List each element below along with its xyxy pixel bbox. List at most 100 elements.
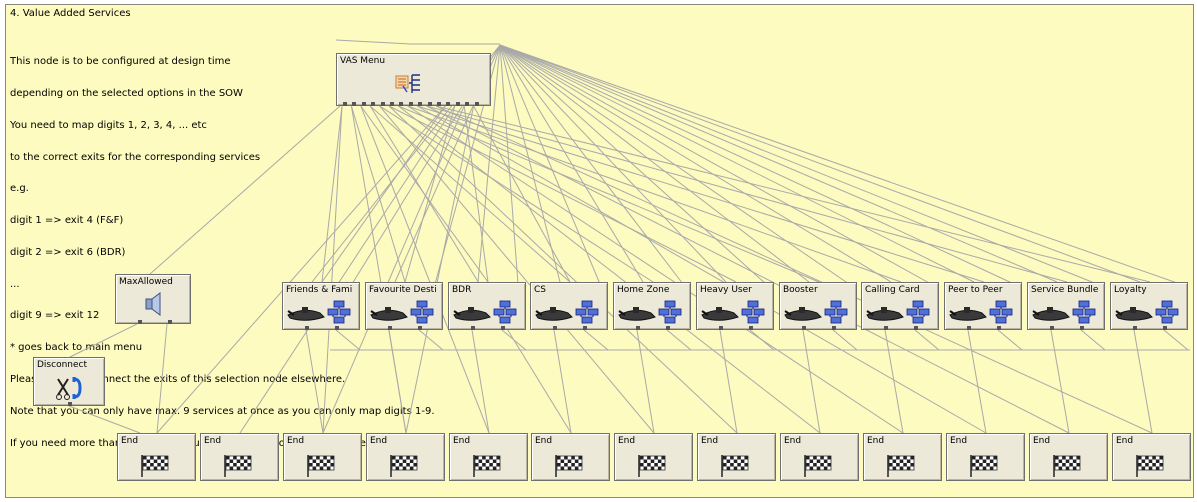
- output-port[interactable]: [418, 326, 422, 330]
- output-port[interactable]: [666, 326, 670, 330]
- end-node[interactable]: End: [117, 433, 196, 481]
- output-port[interactable]: [884, 326, 888, 330]
- output-port[interactable]: [802, 326, 806, 330]
- output-port[interactable]: [471, 326, 475, 330]
- node-label: Loyalty: [1114, 285, 1147, 295]
- output-port[interactable]: [636, 326, 640, 330]
- disconnect-node[interactable]: Disconnect: [33, 357, 105, 406]
- node-label: End: [701, 436, 719, 446]
- output-port[interactable]: [399, 102, 404, 106]
- output-port[interactable]: [361, 102, 366, 106]
- node-label: End: [453, 436, 471, 446]
- end-node[interactable]: End: [697, 433, 776, 481]
- end-node[interactable]: End: [863, 433, 942, 481]
- output-port[interactable]: [719, 326, 723, 330]
- output-port[interactable]: [388, 326, 392, 330]
- output-port[interactable]: [418, 102, 423, 106]
- output-port[interactable]: [553, 326, 557, 330]
- submarine-subflow-icon: [287, 300, 351, 324]
- end-node[interactable]: End: [283, 433, 362, 481]
- service-node-loyalty[interactable]: Loyalty: [1110, 282, 1188, 330]
- service-node-service-bundle[interactable]: Service Bundle: [1027, 282, 1105, 330]
- node-label: Calling Card: [865, 285, 920, 295]
- output-port[interactable]: [335, 326, 339, 330]
- output-port[interactable]: [427, 102, 432, 106]
- output-port[interactable]: [408, 102, 413, 106]
- output-port[interactable]: [1163, 326, 1167, 330]
- node-label: End: [370, 436, 388, 446]
- node-label: BDR: [452, 285, 472, 295]
- output-port[interactable]: [501, 326, 505, 330]
- output-port[interactable]: [437, 102, 441, 106]
- output-port[interactable]: [914, 326, 918, 330]
- service-node-favourite-destination[interactable]: Favourite Desti: [365, 282, 443, 330]
- service-node-calling-card[interactable]: Calling Card: [861, 282, 939, 330]
- service-node-booster[interactable]: Booster: [779, 282, 857, 330]
- end-node[interactable]: End: [780, 433, 859, 481]
- note-line: digit 2 => exit 6 (BDR): [10, 246, 126, 258]
- note-line: digit 9 => exit 12: [10, 310, 100, 322]
- end-node[interactable]: End: [366, 433, 445, 481]
- node-label: MaxAllowed: [119, 277, 173, 287]
- max-allowed-node[interactable]: MaxAllowed: [115, 274, 191, 324]
- note-line: * goes back to main menu: [10, 342, 143, 354]
- output-port[interactable]: [352, 102, 357, 106]
- output-port[interactable]: [371, 102, 376, 106]
- output-port[interactable]: [465, 102, 470, 106]
- checkered-flag-icon: [721, 455, 749, 477]
- node-label: End: [121, 436, 139, 446]
- service-node-cs[interactable]: CS: [530, 282, 608, 330]
- comment-note[interactable]: 4. Value Added Services This node is to …: [5, 4, 1194, 498]
- output-port[interactable]: [749, 326, 753, 330]
- output-port[interactable]: [68, 402, 72, 406]
- service-node-heavy-user[interactable]: Heavy User: [696, 282, 774, 330]
- output-port[interactable]: [967, 326, 971, 330]
- submarine-subflow-icon: [370, 300, 434, 324]
- checkered-flag-icon: [141, 455, 169, 477]
- vas-menu-node[interactable]: VAS Menu: [336, 53, 491, 106]
- service-node-home-zone[interactable]: Home Zone: [613, 282, 691, 330]
- output-port[interactable]: [1133, 326, 1137, 330]
- end-node[interactable]: End: [614, 433, 693, 481]
- service-node-peer-to-peer[interactable]: Peer to Peer: [944, 282, 1022, 330]
- output-port[interactable]: [343, 102, 347, 106]
- output-port[interactable]: [1080, 326, 1084, 330]
- output-port[interactable]: [305, 326, 309, 330]
- end-node[interactable]: End: [531, 433, 610, 481]
- output-port[interactable]: [168, 320, 172, 324]
- submarine-subflow-icon: [453, 300, 517, 324]
- output-port[interactable]: [380, 102, 385, 106]
- node-label: Friends & Fami: [286, 285, 353, 295]
- submarine-subflow-icon: [1032, 300, 1096, 324]
- output-port[interactable]: [474, 102, 479, 106]
- node-label: End: [1033, 436, 1051, 446]
- node-label: End: [618, 436, 636, 446]
- output-port[interactable]: [455, 102, 460, 106]
- end-node[interactable]: End: [449, 433, 528, 481]
- checkered-flag-icon: [804, 455, 832, 477]
- end-node[interactable]: End: [200, 433, 279, 481]
- output-port[interactable]: [997, 326, 1001, 330]
- submarine-subflow-icon: [701, 300, 765, 324]
- end-node[interactable]: End: [1112, 433, 1191, 481]
- output-port[interactable]: [1050, 326, 1054, 330]
- checkered-flag-icon: [887, 455, 915, 477]
- note-line: depending on the selected options in the…: [10, 87, 243, 99]
- note-line: This node is to be configured at design …: [10, 56, 231, 68]
- service-node-bdr[interactable]: BDR: [448, 282, 526, 330]
- end-node[interactable]: End: [1029, 433, 1108, 481]
- node-label: End: [867, 436, 885, 446]
- node-label: End: [287, 436, 305, 446]
- output-port[interactable]: [138, 320, 142, 324]
- output-port[interactable]: [390, 102, 394, 106]
- end-node[interactable]: End: [946, 433, 1025, 481]
- output-port[interactable]: [446, 102, 451, 106]
- checkered-flag-icon: [1053, 455, 1081, 477]
- node-label: End: [204, 436, 222, 446]
- submarine-subflow-icon: [1115, 300, 1179, 324]
- service-node-friends-family[interactable]: Friends & Fami: [282, 282, 360, 330]
- output-port[interactable]: [583, 326, 587, 330]
- output-port[interactable]: [832, 326, 836, 330]
- node-label: End: [950, 436, 968, 446]
